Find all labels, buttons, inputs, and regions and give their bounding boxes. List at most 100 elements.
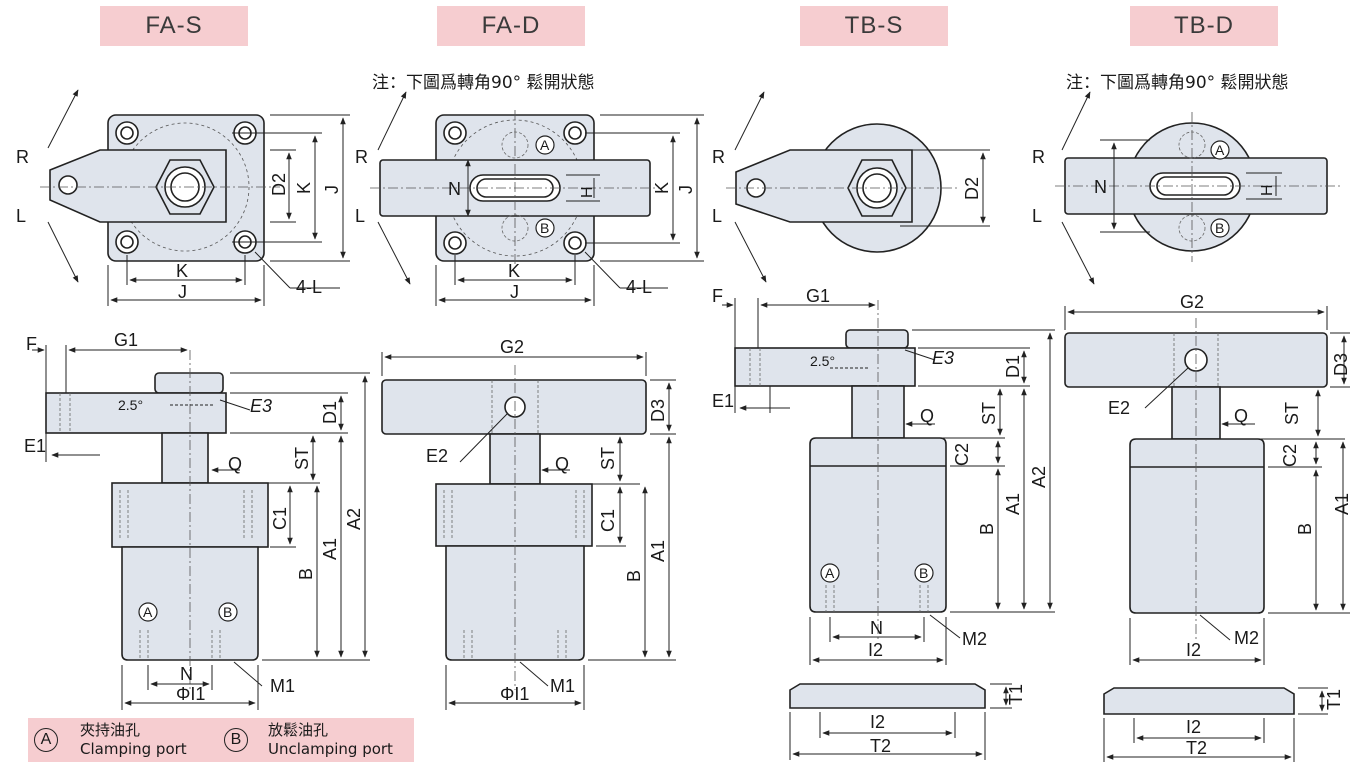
fa-s-st-label: ST: [292, 447, 312, 470]
tb-d-g2-label: G2: [1180, 292, 1204, 312]
legend-b-zh: 放鬆油孔: [268, 721, 329, 739]
tb-d-side-view: [1064, 318, 1328, 715]
fa-d-h-label: H: [579, 186, 596, 198]
fa-d-top-labels: R L N H K J 4-L K J: [355, 147, 696, 302]
tb-s-n-label: N: [870, 618, 883, 638]
tb-s-b-label: B: [977, 523, 997, 535]
legend-a-zh: 夾持油孔: [80, 721, 141, 739]
fa-d-st-label: ST: [598, 447, 618, 470]
tb-d-top-dims: [1061, 91, 1282, 285]
fa-s-side-ports: A B: [138, 602, 238, 622]
fa-d-side-view: [381, 365, 647, 690]
fa-d-q-label: Q: [555, 454, 569, 474]
fa-s-m1-label: M1: [270, 676, 295, 696]
fa-s-top-labels: R L K J 4-L D2 K J: [16, 147, 342, 302]
fa-s-side-labels: F G1 E1 2.5° E3 Q D1 ST C1 B A1 A2 N ΦI1…: [24, 330, 364, 704]
tb-d-e2-label: E2: [1108, 398, 1130, 418]
fa-d-c1-label: C1: [598, 509, 618, 532]
tb-s-m2-label: M2: [962, 629, 987, 649]
tb-s-r-label: R: [712, 147, 725, 167]
tb-s-l-label: L: [712, 206, 722, 226]
fa-s-a1-label: A1: [320, 538, 340, 560]
fa-d-b-label: B: [624, 570, 644, 582]
title-fa-s: FA-S: [100, 6, 248, 46]
fa-s-side-dims: [32, 345, 370, 710]
fa-s-e1-label: E1: [24, 436, 46, 456]
fa-d-j-label: J: [510, 282, 519, 302]
tb-d-t1-label: T1: [1324, 689, 1344, 710]
tb-d-d3-label: D3: [1331, 353, 1351, 376]
fa-d-r-label: R: [355, 147, 368, 167]
title-tb-s: TB-S: [800, 6, 948, 46]
tb-s-port-a: A: [825, 565, 835, 581]
title-tb-d: TB-D: [1130, 6, 1278, 46]
tb-d-m2-label: M2: [1234, 628, 1259, 648]
tb-d-q-label: Q: [1234, 406, 1248, 426]
tb-d-c2-label: C2: [1280, 444, 1300, 467]
fa-s-n-label: N: [180, 664, 193, 684]
tb-s-i2-label: I2: [868, 640, 883, 660]
fa-d-j-vert-label: J: [676, 185, 696, 194]
tb-d-top-labels: R L N H: [1032, 147, 1276, 226]
fa-d-side-labels: G2 E2 Q D3 ST C1 B A1 ΦI1 M1: [426, 337, 668, 704]
fa-s-e3-label: E3: [250, 396, 272, 416]
fa-s-side-view: [45, 350, 269, 690]
tb-s-side-labels: F G1 E1 2.5° E3 Q D1 ST C2 B A1 A2 N I2 …: [712, 286, 1049, 756]
tb-d-i2-label: I2: [1186, 640, 1201, 660]
fa-d-top-ports: A B: [535, 135, 555, 238]
fa-s-d1-label: D1: [320, 401, 340, 424]
note-tb-d: 注：下圖爲轉角90° 鬆開狀態: [1066, 73, 1289, 93]
port-legend: A 夾持油孔 Clamping port B 放鬆油孔 Unclamping p…: [28, 718, 414, 762]
tb-s-f-label: F: [712, 286, 723, 306]
fa-d-k-label: K: [508, 261, 520, 281]
tb-d-a1-label: A1: [1332, 493, 1352, 515]
fa-s-f-label: F: [26, 334, 37, 354]
fa-d-port-b: B: [540, 220, 549, 236]
tb-d-r-label: R: [1032, 147, 1045, 167]
tb-s-side-ports: A B: [820, 563, 934, 583]
tb-s-st-label: ST: [979, 402, 999, 425]
fa-d-i1-label: ΦI1: [500, 684, 529, 704]
tb-s-i2-plate-label: I2: [870, 712, 885, 732]
fa-d-a1-label: A1: [648, 540, 668, 562]
tb-d-port-b: B: [1215, 220, 1224, 236]
fa-s-a2-label: A2: [344, 508, 364, 530]
tb-s-top-labels: R L D2: [712, 147, 982, 226]
tb-s-d1-label: D1: [1003, 355, 1023, 378]
fa-s-port-a: A: [143, 604, 153, 620]
fa-s-k-label: K: [176, 261, 188, 281]
tb-d-n-label: N: [1094, 177, 1107, 197]
fa-s-i1-label: ΦI1: [176, 684, 205, 704]
fa-s-b-label: B: [296, 568, 316, 580]
tb-s-top-view: [726, 123, 960, 253]
legend-b-en: Unclamping port: [268, 740, 393, 758]
fa-s-4l-label: 4-L: [296, 277, 322, 297]
legend-b-symbol: B: [224, 728, 248, 752]
fa-s-d2-label: D2: [269, 173, 289, 196]
fa-d-g2-label: G2: [500, 337, 524, 357]
tb-d-b-label: B: [1295, 523, 1315, 535]
fa-d-d3-label: D3: [648, 399, 668, 422]
fa-s-j-label: J: [178, 282, 187, 302]
legend-a-symbol: A: [34, 728, 58, 752]
tb-s-e1-label: E1: [712, 391, 734, 411]
fa-s-top-view: [40, 114, 280, 262]
fa-d-k-vert-label: K: [652, 182, 672, 194]
tb-s-top-dims: [734, 91, 990, 283]
tb-d-top-ports: A B: [1210, 140, 1230, 238]
tb-s-port-b: B: [919, 565, 928, 581]
tb-d-port-a: A: [1215, 142, 1225, 158]
fa-d-top-view: [370, 110, 660, 265]
tb-d-side-labels: G2 E2 Q D3 ST C2 B A1 I2 M2 T1 I2 T2: [1108, 292, 1352, 758]
fa-d-m1-label: M1: [550, 676, 575, 696]
tb-d-l-label: L: [1032, 206, 1042, 226]
tb-d-i2-plate-label: I2: [1186, 717, 1201, 737]
tb-d-st-label: ST: [1282, 402, 1302, 425]
fa-d-side-dims: [381, 352, 676, 710]
fa-d-l-label: L: [355, 206, 365, 226]
fa-d-port-a: A: [540, 137, 550, 153]
fa-d-e2-label: E2: [426, 446, 448, 466]
fa-s-c1-label: C1: [270, 507, 290, 530]
fa-s-g1-label: G1: [114, 330, 138, 350]
